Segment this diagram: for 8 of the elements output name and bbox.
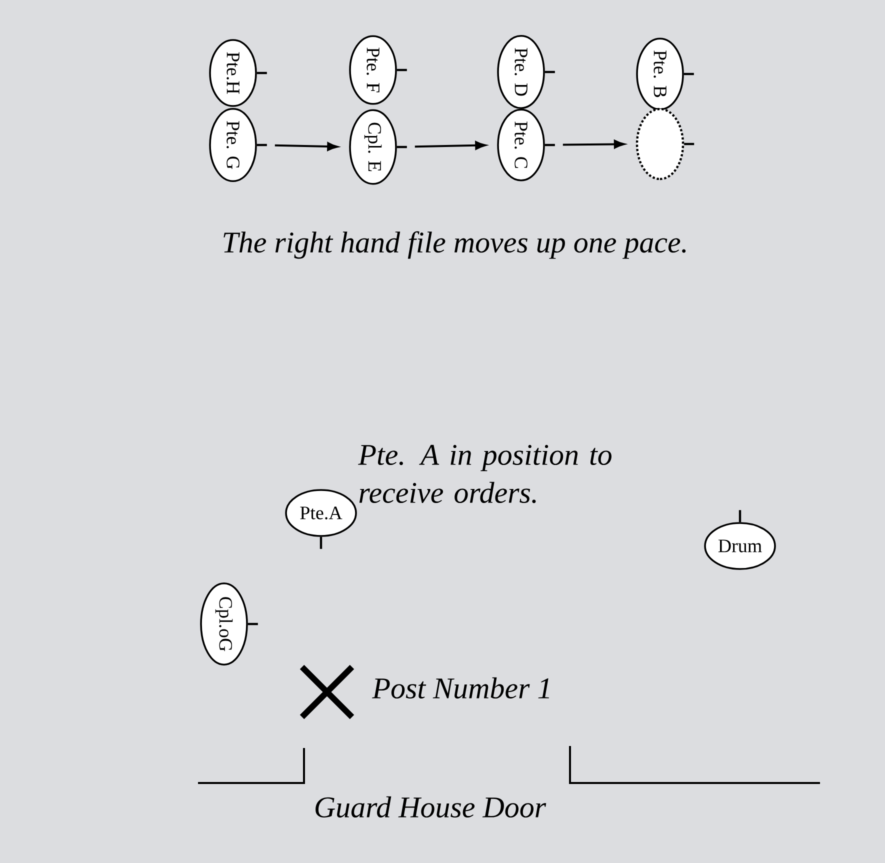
- post-label: Post Number 1: [372, 677, 549, 699]
- door-label: Guard House Door: [316, 796, 546, 818]
- arrow: [414, 141, 486, 150]
- empty-position-ellipse: [636, 108, 694, 180]
- arrow: [274, 142, 338, 151]
- arrow: [562, 140, 625, 149]
- caption: The right hand file moves up one pace.: [224, 231, 686, 259]
- note: Pte. A in position to receive orders.: [358, 444, 612, 504]
